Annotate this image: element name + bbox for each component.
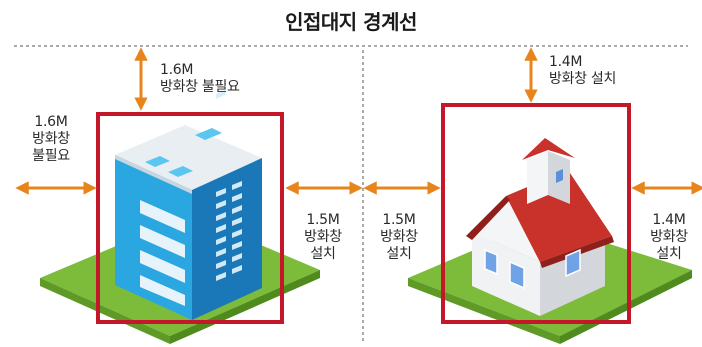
label-left-top-text: 방화창 불필요 xyxy=(160,79,240,95)
right-lot-frame xyxy=(441,103,631,324)
label-right-right: 1.4M 방화창 설치 xyxy=(638,212,700,263)
label-right-left-line2: 설치 xyxy=(386,246,412,262)
label-left-right-line2: 설치 xyxy=(310,246,336,262)
label-left-top-distance: 1.6M xyxy=(160,62,194,78)
label-right-top-distance: 1.4M xyxy=(549,54,583,70)
label-right-left-line1: 방화창 xyxy=(380,229,418,245)
label-left-right-line1: 방화창 xyxy=(304,229,342,245)
label-left-right: 1.5M 방화창 설치 xyxy=(292,212,354,263)
label-left-right-distance: 1.5M xyxy=(306,212,340,228)
label-right-left-distance: 1.5M xyxy=(382,212,416,228)
diagram-title: 인접대지 경계선 xyxy=(285,10,417,34)
label-right-right-line1: 방화창 xyxy=(650,229,688,245)
label-left-left-distance: 1.6M xyxy=(34,114,68,130)
label-right-left: 1.5M 방화창 설치 xyxy=(368,212,430,263)
label-right-right-line2: 설치 xyxy=(656,246,682,262)
label-right-right-distance: 1.4M xyxy=(652,212,686,228)
label-left-left-line1: 방화창 xyxy=(32,131,70,147)
label-left-left: 1.6M 방화창 불필요 xyxy=(18,114,84,165)
label-right-top: 1.4M 방화창 설치 xyxy=(549,54,616,88)
label-left-left-line2: 불필요 xyxy=(32,148,70,164)
label-right-top-text: 방화창 설치 xyxy=(549,71,617,87)
house-icon xyxy=(466,138,614,316)
label-left-top: 1.6M 방화창 불필요 xyxy=(160,62,240,96)
office-building-icon xyxy=(115,89,262,320)
left-lot-frame xyxy=(96,112,284,324)
